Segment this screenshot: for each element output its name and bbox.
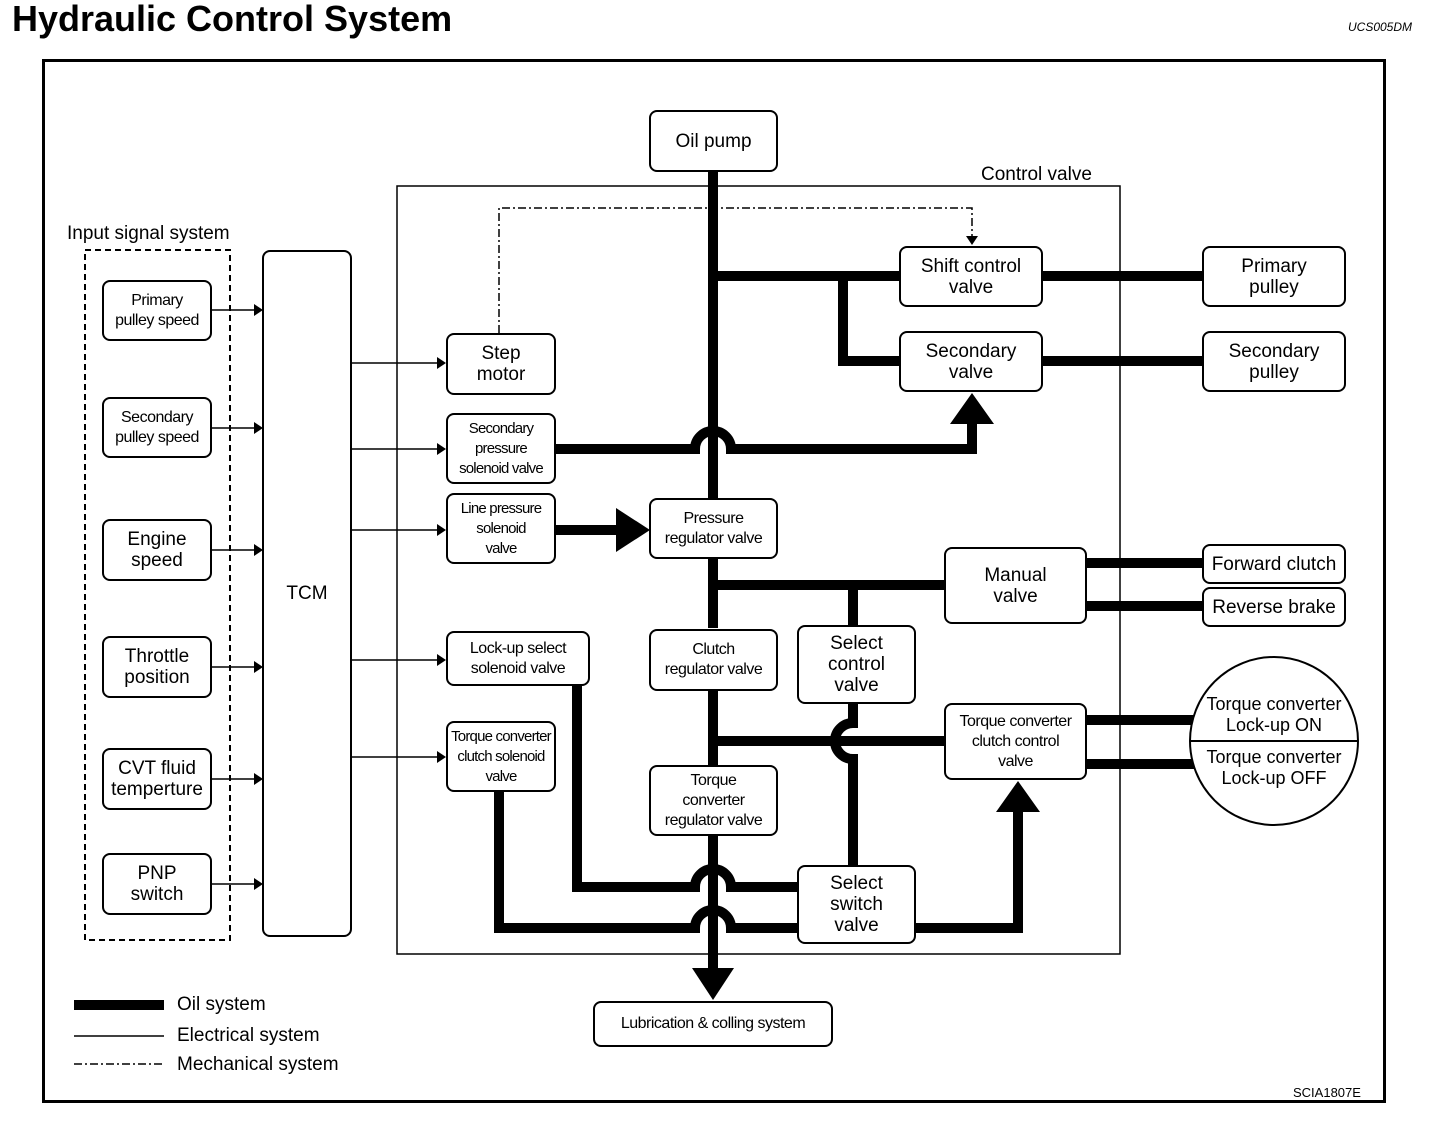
diagram-frame xyxy=(42,59,1386,1103)
figure-code-bottom: SCIA1807E xyxy=(1293,1085,1361,1100)
mechanical-arrowhead xyxy=(966,236,978,245)
secondary-pressure-solenoid-valve: Secondary pressure solenoid valve xyxy=(446,413,556,484)
input-signal-group-border xyxy=(84,249,231,941)
tcm-box: TCM xyxy=(262,250,352,937)
input-signal-system-label: Input signal system xyxy=(67,223,230,244)
oil-pump: Oil pump xyxy=(649,110,778,172)
secondary-valve: Secondary valve xyxy=(899,331,1043,392)
electrical-lines xyxy=(212,309,437,885)
torque-converter-clutch-solenoid-valve: Torque converter clutch solenoid valve xyxy=(446,721,556,792)
input-primary-pulley-speed: Primary pulley speed xyxy=(102,280,212,341)
oil-lines xyxy=(494,172,1203,970)
manual-valve: Manual valve xyxy=(944,547,1087,624)
input-secondary-pulley-speed: Secondary pulley speed xyxy=(102,397,212,458)
input-cvt-fluid-temperature: CVT fluid temperture xyxy=(102,748,212,810)
lockup-off-label: Torque converter Lock-up OFF xyxy=(1206,747,1342,788)
lockup-select-solenoid-valve: Lock-up select solenoid valve xyxy=(446,631,590,686)
step-motor: Step motor xyxy=(446,333,556,395)
lubrication-cooling-system: Lubrication & colling system xyxy=(593,1001,833,1047)
torque-converter-clutch-control-valve: Torque converter clutch control valve xyxy=(944,703,1087,780)
torque-converter-regulator-valve: Torque converter regulator valve xyxy=(649,765,778,836)
input-throttle-position: Throttle position xyxy=(102,636,212,698)
input-engine-speed: Engine speed xyxy=(102,519,212,581)
lockup-on-label: Torque converter Lock-up ON xyxy=(1206,694,1342,735)
mechanical-line xyxy=(498,207,973,333)
page-title: Hydraulic Control System xyxy=(12,0,453,39)
control-valve-group-border xyxy=(396,185,1121,955)
select-control-valve: Select control valve xyxy=(797,625,916,704)
control-valve-label: Control valve xyxy=(981,164,1092,185)
oil-arrowheads xyxy=(616,393,1040,1000)
select-switch-valve: Select switch valve xyxy=(797,865,916,944)
shift-control-valve: Shift control valve xyxy=(899,246,1043,307)
clutch-regulator-valve: Clutch regulator valve xyxy=(649,629,778,691)
forward-clutch: Forward clutch xyxy=(1202,544,1346,584)
reverse-brake: Reverse brake xyxy=(1202,587,1346,627)
secondary-pulley: Secondary pulley xyxy=(1202,331,1346,392)
legend-oil-label: Oil system xyxy=(177,994,266,1015)
line-pressure-solenoid-valve: Line pressure solenoid valve xyxy=(446,493,556,564)
figure-code-top: UCS005DM xyxy=(1348,20,1413,34)
legend-electrical-label: Electrical system xyxy=(177,1025,320,1046)
pressure-regulator-valve: Pressure regulator valve xyxy=(649,498,778,559)
legend-mechanical-label: Mechanical system xyxy=(177,1054,339,1075)
input-pnp-switch: PNP switch xyxy=(102,853,212,915)
electrical-arrowheads xyxy=(254,304,446,890)
primary-pulley: Primary pulley xyxy=(1202,246,1346,307)
